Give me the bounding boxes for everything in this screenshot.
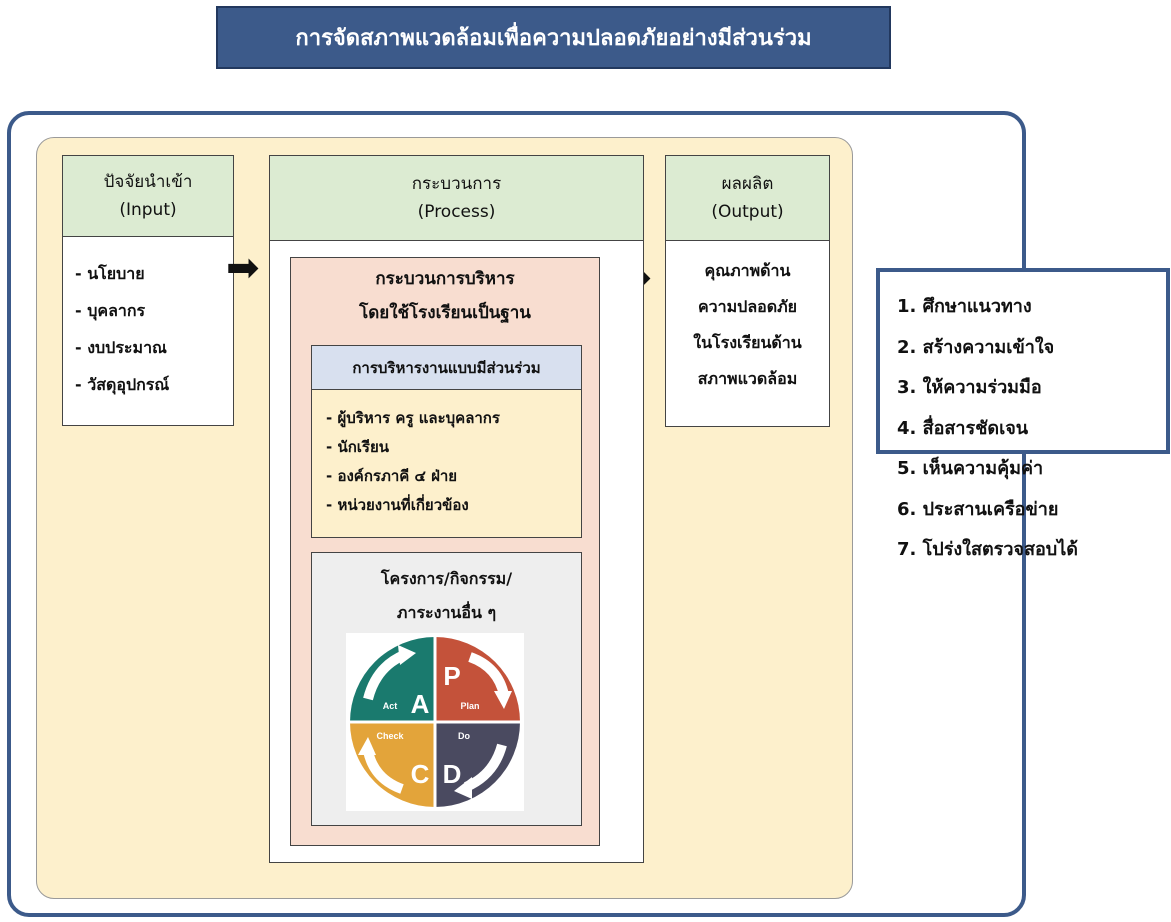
participant-item: - หน่วยงานที่เกี่ยวข้อง — [326, 496, 469, 514]
plan-arrow-icon — [468, 652, 509, 697]
pdca-check-quadrant — [350, 722, 435, 807]
output-subtitle: (Output) — [711, 202, 784, 222]
pdca-check-letter: C — [411, 759, 430, 789]
participatory-list: - ผู้บริหาร ครู และบุคลากร - นักเรียน - … — [311, 389, 582, 538]
participant-item: - นักเรียน — [326, 438, 390, 456]
principles-box — [876, 268, 1170, 454]
participant-item: - ผู้บริหาร ครู และบุคลากร — [326, 409, 500, 427]
output-text: คุณภาพด้าน ความปลอดภัย ในโรงเรียนด้าน สภ… — [665, 240, 830, 427]
principle-item: 1. ศึกษาแนวทาง — [897, 296, 1032, 317]
input-item: - งบประมาณ — [75, 338, 167, 357]
input-item: - วัสดุอุปกรณ์ — [75, 375, 170, 394]
input-item: - นโยบาย — [75, 264, 145, 283]
pdca-do-label: Do — [458, 731, 470, 741]
input-subtitle: (Input) — [119, 200, 177, 220]
input-item: - บุคลากร — [75, 301, 146, 320]
management-title-line: กระบวนการบริหาร — [375, 269, 515, 289]
input-list: - นโยบาย - บุคลากร - งบประมาณ - วัสดุอุป… — [62, 236, 234, 426]
management-title-line: โดยใช้โรงเรียนเป็นฐาน — [359, 303, 531, 323]
output-header: ผลผลิต (Output) — [665, 155, 830, 241]
input-header: ปัจจัยนำเข้า (Input) — [62, 155, 234, 237]
pdca-act-label: Act — [383, 701, 398, 711]
pdca-plan-letter: P — [443, 661, 460, 691]
principle-item: 2. สร้างความเข้าใจ — [897, 336, 1055, 358]
principle-item: 6. ประสานเครือข่าย — [897, 498, 1059, 520]
principles-list: 1. ศึกษาแนวทาง 2. สร้างความเข้าใจ 3. ให้… — [897, 287, 1167, 571]
participatory-header: การบริหารงานแบบมีส่วนร่วม — [311, 345, 582, 390]
output-line: คุณภาพด้าน — [704, 261, 791, 280]
process-subtitle: (Process) — [417, 202, 496, 222]
participant-item: - องค์กรภาคี ๔ ฝ่าย — [326, 467, 458, 485]
principle-item: 7. โปร่งใสตรวจสอบได้ — [897, 539, 1078, 560]
pdca-do-letter: D — [443, 759, 462, 789]
output-line: ในโรงเรียนด้าน — [693, 333, 802, 352]
process-header: กระบวนการ (Process) — [269, 155, 644, 241]
process-title: กระบวนการ — [411, 173, 502, 194]
output-line: ความปลอดภัย — [697, 297, 798, 316]
pdca-act-letter: A — [411, 689, 430, 719]
pdca-check-label: Check — [376, 731, 404, 741]
principle-item: 4. สื่อสารชัดเจน — [897, 417, 1029, 439]
principle-item: 3. ให้ความร่วมมือ — [897, 377, 1042, 398]
pdca-plan-quadrant — [435, 637, 520, 722]
management-title: กระบวนการบริหาร โดยใช้โรงเรียนเป็นฐาน — [290, 262, 600, 330]
arrow-right-icon: ➡ — [226, 245, 260, 291]
projects-title: โครงการ/กิจกรรม/ ภาระงานอื่น ๆ — [311, 562, 582, 630]
check-arrow-icon — [363, 749, 404, 794]
output-title: ผลผลิต — [721, 173, 774, 194]
page-title: การจัดสภาพแวดล้อมเพื่อความปลอดภัยอย่างมี… — [216, 6, 891, 69]
pdca-cycle: A Act P Plan Do D Check C — [346, 633, 524, 811]
pdca-do-quadrant — [435, 722, 520, 807]
input-title: ปัจจัยนำเข้า — [103, 171, 193, 192]
principle-item: 5. เห็นความคุ้มค่า — [897, 458, 1044, 479]
output-line: สภาพแวดล้อม — [697, 369, 798, 388]
projects-title-line: โครงการ/กิจกรรม/ — [380, 569, 513, 588]
pdca-plan-label: Plan — [460, 701, 479, 711]
pdca-act-quadrant — [350, 637, 435, 722]
projects-title-line: ภาระงานอื่น ๆ — [396, 603, 497, 622]
pdca-cycle-graphic: A Act P Plan Do D Check C — [348, 635, 522, 809]
